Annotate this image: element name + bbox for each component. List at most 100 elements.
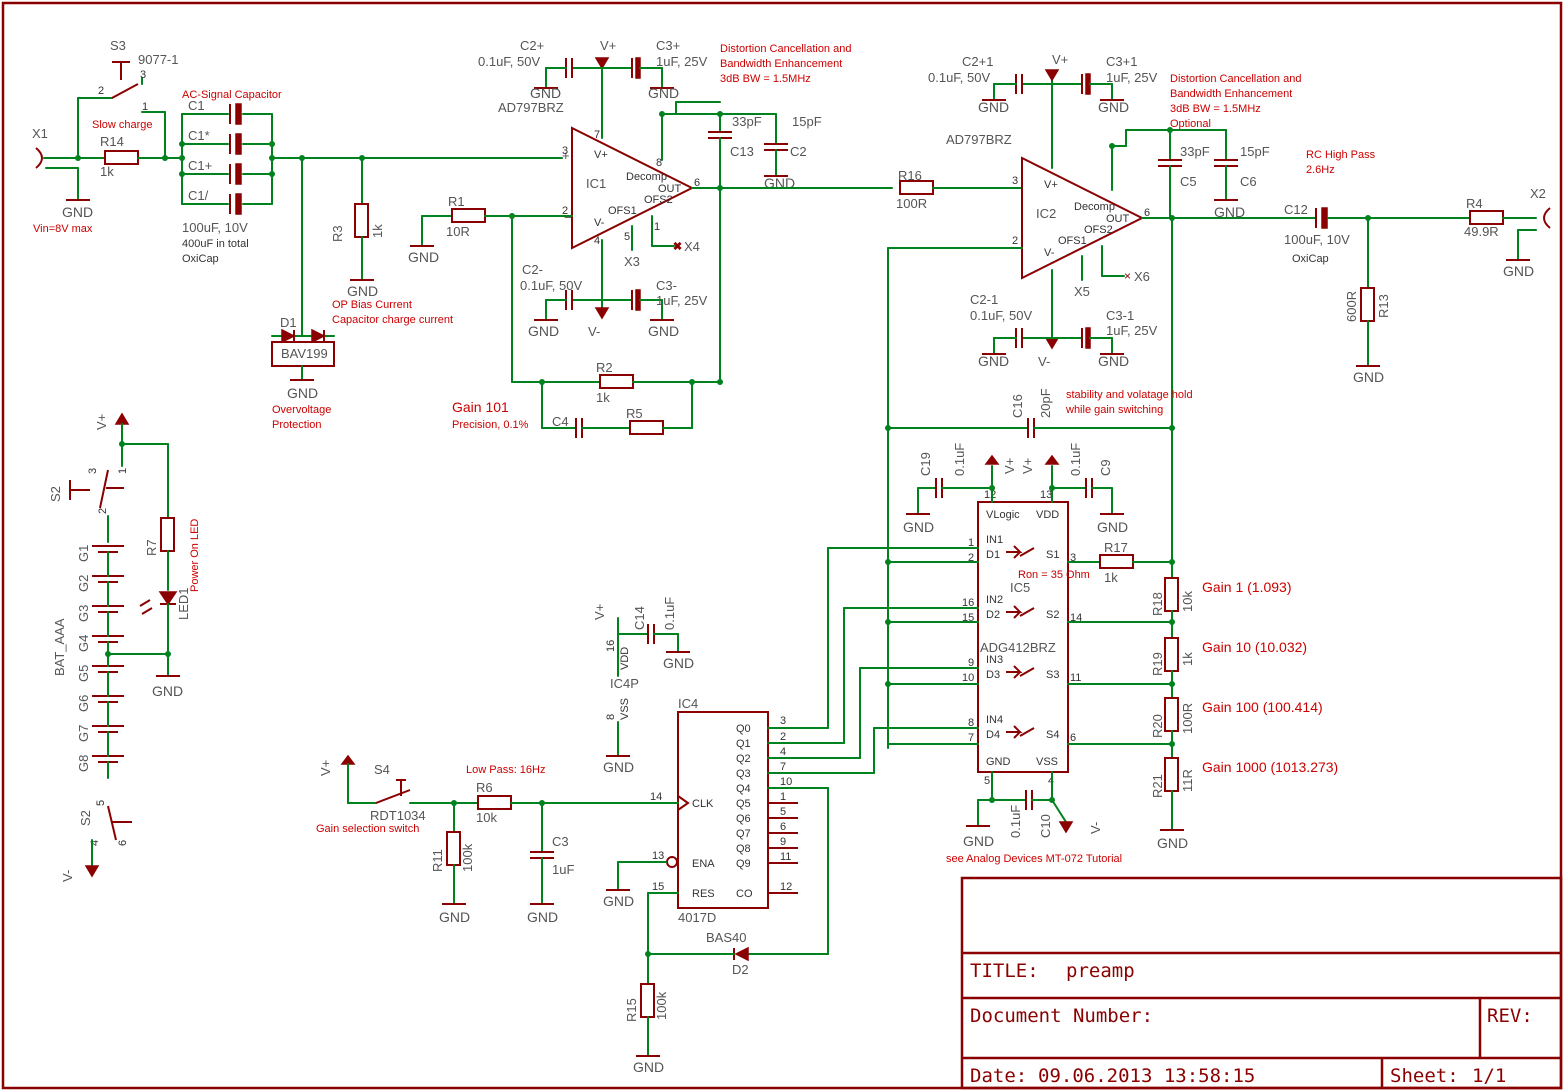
c1sl-ref: C1/	[188, 188, 209, 203]
d1-note2: Protection	[272, 419, 322, 431]
r1-gnd: GND	[408, 249, 439, 265]
ic4-q7: Q7	[736, 828, 751, 840]
c1p-ref: C1+	[188, 158, 212, 173]
r13-ref: R13	[1376, 294, 1391, 318]
c10-value: 0.1uF	[1008, 805, 1023, 838]
r13-gnd: GND	[1353, 369, 1384, 385]
ic5-p6: 6	[1070, 732, 1076, 744]
psu-vplus: V+	[94, 414, 109, 430]
c9-gnd: GND	[1097, 519, 1128, 535]
ic4-q9: Q9	[736, 858, 751, 870]
ic4-part: 4017D	[678, 910, 716, 925]
c3m-ref: C3-	[656, 278, 677, 293]
title-value: preamp	[1066, 960, 1135, 982]
r1-ref: R1	[448, 194, 465, 209]
r21-gain: Gain 1000 (1013.273)	[1202, 759, 1338, 775]
led1-ref: LED1	[176, 587, 191, 620]
ic5-p16: 16	[962, 597, 974, 609]
ic4-q3: Q3	[736, 768, 751, 780]
date-label: Date:	[970, 1065, 1027, 1087]
ic5-switch-block: VLogic VDD GND VSS IN1 D1 S1 IN2 D2 S2 I…	[885, 443, 1338, 865]
r14-resistor	[104, 150, 139, 165]
x2-gnd: GND	[1503, 263, 1534, 279]
gain101-line1: Gain 101	[452, 399, 509, 415]
r6-resistor	[477, 795, 512, 810]
distortion1-line3: 3dB BW = 1.5MHz	[720, 73, 811, 85]
ic5-p1: 1	[968, 537, 974, 549]
c3-ref: C3	[552, 834, 569, 849]
r4-ref: R4	[1466, 196, 1483, 211]
r3-ref: R3	[330, 225, 345, 242]
c3m1-value: 1uF, 25V	[1106, 323, 1158, 338]
c2m-gnd: GND	[528, 323, 559, 339]
c14-value: 0.1uF	[662, 597, 677, 630]
ic5-d2: D2	[986, 609, 1000, 621]
ic2-vplus-symbol	[1044, 69, 1060, 82]
ic2-x5: X5	[1074, 284, 1090, 299]
ic4-p3: 3	[780, 715, 786, 727]
r7-resistor	[160, 517, 175, 552]
ic5-s4: S4	[1046, 729, 1059, 741]
r6-note: Low Pass: 16Hz	[466, 764, 545, 776]
c3-value: 1uF	[552, 862, 574, 877]
ic1-minus: −	[564, 210, 572, 225]
ic5-s1: S1	[1046, 549, 1059, 561]
r21-gnd: GND	[1157, 835, 1188, 851]
d2-diode	[734, 946, 749, 962]
ic4-co: CO	[736, 888, 753, 900]
ic5-gnd: GND	[986, 756, 1011, 768]
s3-note: Slow charge	[92, 119, 153, 131]
ic2-vminus-label: V-	[1038, 354, 1050, 369]
ic2-opamp	[1021, 156, 1145, 280]
ic5-switch3-glyph	[1006, 665, 1035, 679]
c14-ref: C14	[632, 606, 647, 630]
ic1-vplus-symbol	[594, 57, 610, 70]
ic1-ofs1: OFS1	[608, 205, 637, 217]
ic1-pin7: 7	[594, 129, 600, 141]
ic1-opamp	[571, 126, 695, 250]
ic5-vdd: VDD	[1036, 509, 1059, 521]
c12-type: OxiCap	[1292, 253, 1329, 265]
ic5-in2: IN2	[986, 594, 1003, 606]
r4-value: 49.9R	[1464, 224, 1499, 239]
ic5-vss: VSS	[1036, 756, 1058, 768]
distortion2-line1: Distortion Cancellation and	[1170, 73, 1301, 85]
ic4-p4: 4	[780, 746, 786, 758]
ic5-vss-supply: V-	[1088, 822, 1103, 834]
ic2-decomp: Decomp	[1074, 201, 1115, 213]
svg-text:×: ×	[1124, 269, 1131, 283]
c3m-gnd: GND	[648, 323, 679, 339]
ic4-ena-gnd: GND	[603, 893, 634, 909]
c6-value: 15pF	[1240, 144, 1270, 159]
ic4-res: RES	[692, 888, 715, 900]
bat-g7: G7	[76, 725, 91, 742]
c2m-ref: C2-	[522, 262, 543, 277]
ic4-q5: Q5	[736, 798, 751, 810]
c2-value: 15pF	[792, 114, 822, 129]
x2-ref: X2	[1530, 186, 1546, 201]
d1-gnd: GND	[287, 385, 318, 401]
input-section: X1 GND Vin=8V max S3 9077-1 3 2 1 Slow c…	[32, 38, 563, 431]
s2-ref-lower: S2	[78, 810, 93, 826]
r20-resistor	[1164, 697, 1179, 732]
d1-part: BAV199	[281, 346, 328, 361]
c16-note1: stability and volatage hold	[1066, 389, 1193, 401]
c10-note: see Analog Devices MT-072 Tutorial	[946, 853, 1122, 865]
ic5-p2: 2	[968, 552, 974, 564]
ic4-q2: Q2	[736, 753, 751, 765]
ic1-part: AD797BRZ	[498, 100, 564, 115]
led1-note: Power On LED	[189, 519, 201, 592]
led1-diode	[158, 591, 178, 606]
ic4p-p8: 8	[605, 714, 617, 720]
ic5-p9: 9	[968, 657, 974, 669]
ic4-q8: Q8	[736, 843, 751, 855]
ic4-q6: Q6	[736, 813, 751, 825]
r7-ref: R7	[144, 539, 159, 556]
c2p1-gnd: GND	[978, 99, 1009, 115]
power-supply-section: V+ R7 LED1 Power On LED GND S2 3 1 2	[48, 412, 201, 882]
ic2-out: OUT	[1106, 213, 1130, 225]
ic4-ena: ENA	[692, 858, 715, 870]
r15-gnd: GND	[633, 1059, 664, 1075]
ic4-p5: 5	[780, 806, 786, 818]
r21-resistor	[1164, 757, 1179, 792]
